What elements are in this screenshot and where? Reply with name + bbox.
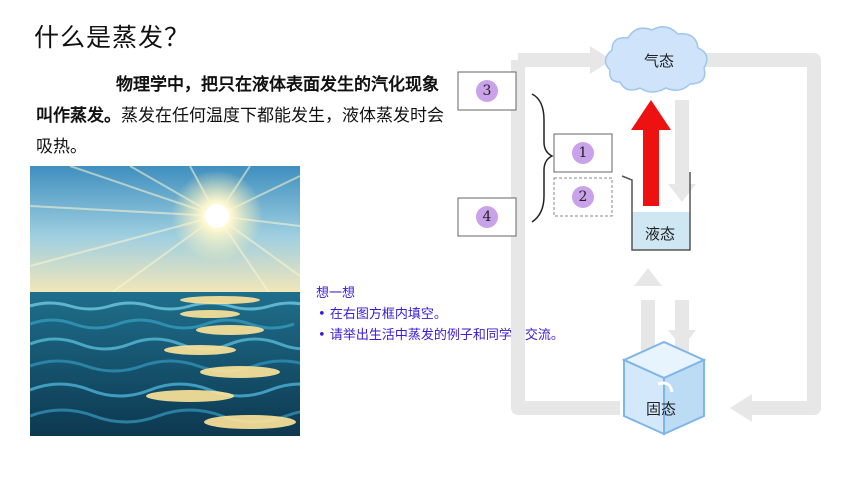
ice-cube-icon <box>621 340 707 436</box>
gas-label: 气态 <box>644 52 675 70</box>
marker-1: 1 <box>572 142 594 164</box>
arrow-up-icon <box>631 100 671 206</box>
think-item-1: • 在右图方框内填空。 <box>318 307 447 322</box>
sun-sea-image <box>30 166 300 436</box>
cloud-icon <box>604 26 708 93</box>
phase-change-diagram: 3 4 1 2 气态 液态 固态 <box>440 0 860 484</box>
think-heading: 想一想 <box>316 286 356 301</box>
brace-icon <box>531 93 554 223</box>
definition-paragraph: 物理学中，把只在液体表面发生的汽化现象叫作蒸发。蒸发在任何温度下都能发生，液体蒸… <box>36 70 448 163</box>
definition-normal: 蒸发在任何温度下都能发生，液体蒸发时会吸热。 <box>36 106 444 157</box>
think-item-2: • 请举出生活中蒸发的例子和同学们交流。 <box>318 328 564 343</box>
marker-4: 4 <box>476 206 498 228</box>
beaker-icon <box>621 172 691 251</box>
marker-2: 2 <box>572 186 594 208</box>
page-title: 什么是蒸发？ <box>34 23 191 52</box>
solid-label: 固态 <box>646 400 677 418</box>
marker-3: 3 <box>476 80 498 102</box>
definition-bold: 物理学中，把只在液体表面发生的汽化现象叫作蒸发。 <box>36 75 439 126</box>
liquid-label: 液态 <box>645 225 676 243</box>
think-section: 想一想 • 在右图方框内填空。 • 请举出生活中蒸发的例子和同学们交流。 <box>316 283 564 346</box>
